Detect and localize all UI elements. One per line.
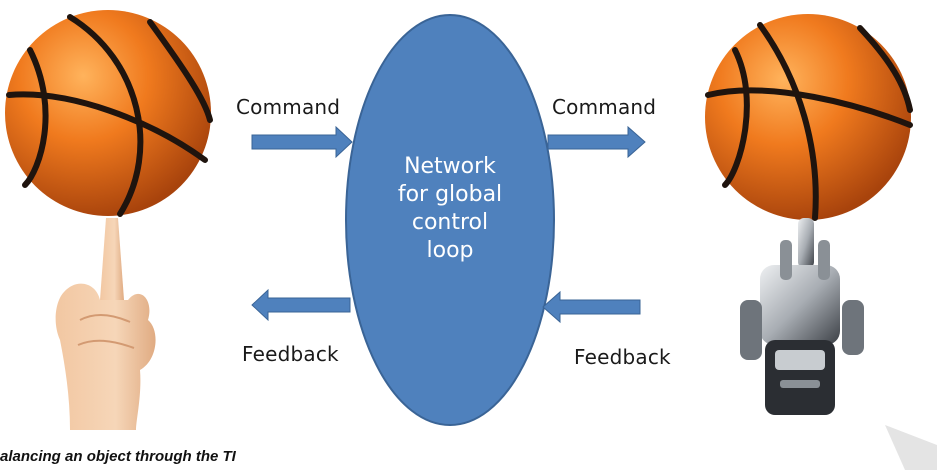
network-label: Network for global control loop [352, 153, 548, 265]
network-label-line-2: for global [397, 182, 503, 207]
left-basketball-icon [5, 10, 213, 217]
robot-hand-icon [740, 218, 864, 415]
feedback-label-left: Feedback [242, 342, 339, 366]
feedback-label-right: Feedback [574, 345, 671, 369]
network-ellipse [345, 14, 555, 426]
command-label-right: Command [552, 95, 657, 119]
feedback-arrow-right [542, 290, 641, 324]
figure-caption: alancing an object through the TI [0, 448, 236, 465]
finger-hand-icon [55, 218, 156, 430]
network-label-line-1: Network [404, 154, 496, 179]
network-label-line-3: control [411, 210, 489, 235]
command-arrow-right [547, 125, 646, 159]
command-arrow-left [251, 125, 353, 159]
command-label-left: Command [236, 95, 341, 119]
feedback-arrow-left [251, 288, 351, 322]
right-basketball-icon [705, 14, 913, 221]
corner-arrow-shape [885, 425, 937, 470]
network-label-line-4: loop [426, 238, 474, 263]
